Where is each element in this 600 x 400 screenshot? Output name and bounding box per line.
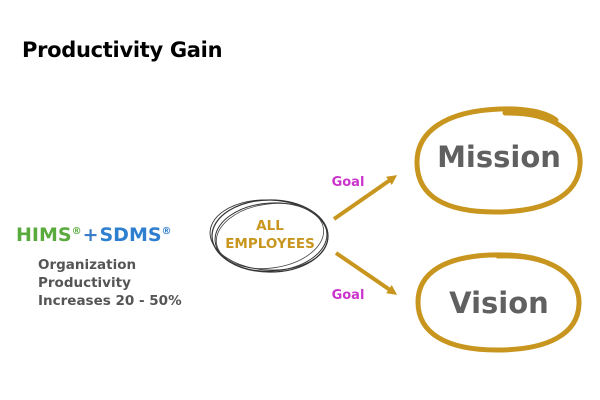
plus-sign: + (82, 224, 99, 246)
sdms-registered-mark: ® (161, 226, 172, 237)
description-line-3: Increases 20 - 50% (38, 293, 182, 309)
mission-node: Mission (414, 106, 583, 215)
center-node-line-2: EMPLOYEES (225, 236, 315, 252)
goal-label-top: Goal (332, 175, 365, 190)
all-employees-node: ALL EMPLOYEES (209, 199, 329, 273)
arrow-to-vision (334, 251, 398, 295)
hims-registered-mark: ® (71, 226, 82, 237)
center-node-line-1: ALL (256, 218, 284, 234)
description-line-2: Productivity (38, 275, 131, 291)
goal-label-bottom: Goal (332, 288, 365, 303)
brand-logo: HIMS®+SDMS® (16, 224, 172, 246)
hims-label: HIMS (16, 224, 72, 246)
vision-text: Vision (449, 286, 549, 320)
vision-node: Vision (415, 252, 582, 353)
sdms-label: SDMS (99, 224, 162, 246)
page-title: Productivity Gain (22, 38, 223, 62)
description-line-1: Organization (38, 257, 137, 273)
mission-text: Mission (437, 140, 561, 174)
arrow-to-mission (332, 175, 398, 221)
productivity-description: Organization Productivity Increases 20 -… (38, 256, 182, 310)
